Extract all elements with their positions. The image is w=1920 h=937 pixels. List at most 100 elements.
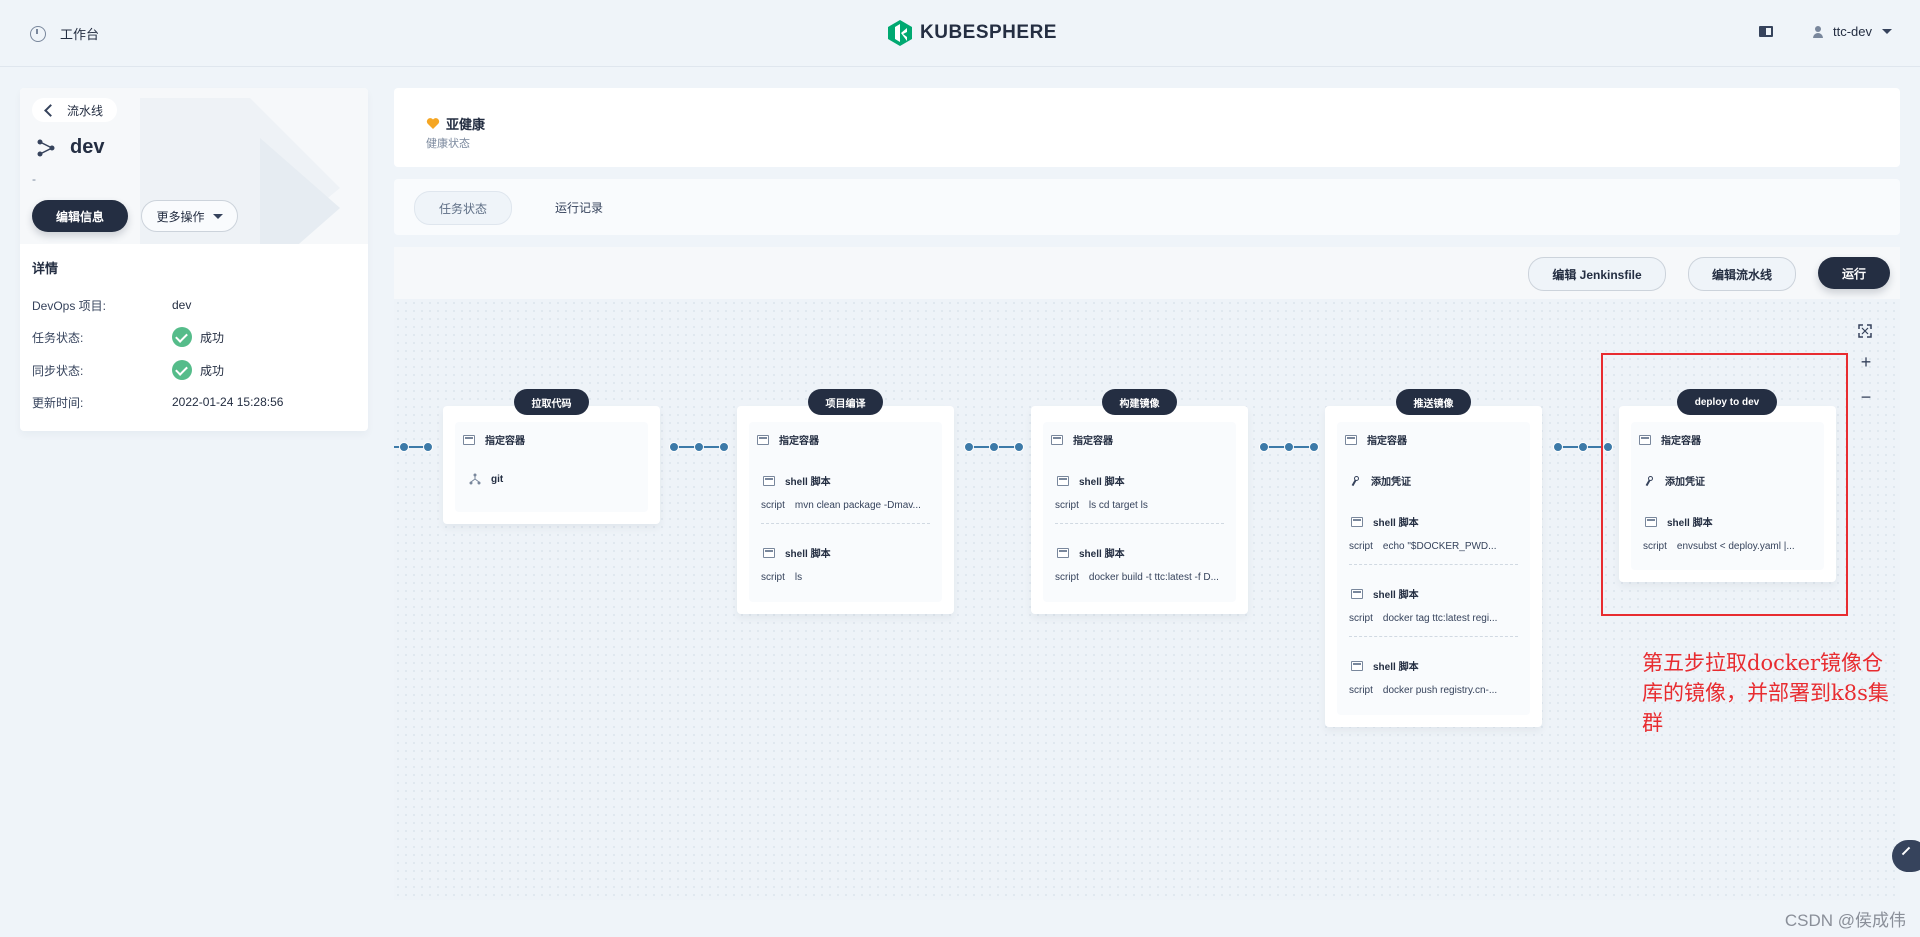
step-label: shell 脚本 (1079, 549, 1125, 560)
health-label: 亚健康 (446, 117, 486, 132)
stage-name-pill: 拉取代码 (514, 389, 589, 415)
workbench-link[interactable]: 工作台 (30, 24, 99, 43)
pipeline-title: dev (36, 136, 104, 159)
compass-icon (30, 25, 46, 42)
terminal-icon (1057, 547, 1069, 558)
connector-node (1578, 442, 1588, 452)
credential-label: 添加凭证 (1665, 477, 1705, 488)
script-text: mvn clean package -Dmav... (794, 500, 921, 511)
card-header: 流水线 dev - 编辑信息 更多操作 (20, 88, 368, 244)
edit-info-button[interactable]: 编辑信息 (32, 200, 128, 232)
step-label: shell 脚本 (1079, 477, 1125, 488)
step-git[interactable]: git (469, 473, 503, 485)
stage-card[interactable]: 指定容器 git (443, 406, 660, 524)
terminal-icon (1051, 434, 1063, 445)
detail-key: DevOps 项目: (32, 298, 107, 313)
fullscreen-icon[interactable] (1858, 324, 1872, 338)
terminal-icon (763, 475, 775, 486)
terminal-icon (1351, 516, 1363, 527)
script-text: ls (794, 572, 803, 583)
success-check-icon (172, 360, 192, 380)
pipeline-icon (37, 139, 55, 156)
script-text: envsubst < deploy.yaml |... (1676, 541, 1795, 552)
step-shell[interactable]: shell 脚本 (1351, 514, 1419, 529)
detail-task-status: 任务状态: 成功 (32, 327, 352, 347)
toolbox-icon[interactable] (1892, 840, 1920, 872)
terminal-icon (757, 434, 769, 445)
docs-icon[interactable] (1758, 26, 1773, 37)
chevron-left-icon (44, 103, 57, 117)
back-to-pipelines-button[interactable]: 流水线 (32, 98, 118, 122)
stage-name-pill: 推送镜像 (1396, 389, 1471, 415)
detail-key: 同步状态: (32, 363, 84, 378)
credential-row[interactable]: 添加凭证 (1645, 473, 1705, 488)
step-divider (1055, 523, 1224, 524)
zoom-in-button[interactable]: + (1860, 352, 1872, 372)
top-bar: 工作台 KUBESPHERE ttc-dev (0, 0, 1920, 67)
container-row: 指定容器 (1345, 432, 1407, 447)
step-label: shell 脚本 (785, 477, 831, 488)
connector-node (694, 442, 704, 452)
connector-node (1259, 442, 1269, 452)
container-label: 指定容器 (485, 436, 525, 447)
step-label: git (491, 473, 504, 485)
stage-card[interactable]: 指定容器 shell 脚本 script mvn clean package -D… (737, 406, 954, 614)
zoom-out-button[interactable]: − (1860, 387, 1872, 407)
success-check-icon (172, 327, 192, 347)
step-divider (761, 523, 930, 524)
container-row: 指定容器 (1051, 432, 1113, 447)
step-shell[interactable]: shell 脚本 (763, 473, 831, 488)
connector-node (1603, 442, 1613, 452)
step-divider (1349, 564, 1518, 565)
workbench-label: 工作台 (60, 27, 100, 42)
detail-updated-time: 更新时间: 2022-01-24 15:28:56 (32, 392, 352, 412)
more-actions-button[interactable]: 更多操作 (141, 200, 238, 232)
user-icon (1812, 25, 1823, 38)
kubesphere-logo[interactable]: KUBESPHERE (888, 20, 1057, 46)
terminal-icon (1351, 660, 1363, 671)
more-actions-label: 更多操作 (156, 209, 205, 224)
credential-row[interactable]: 添加凭证 (1351, 473, 1411, 488)
stage-body: 指定容器 git (455, 422, 648, 512)
tab-run-records[interactable]: 运行记录 (554, 200, 603, 215)
run-button[interactable]: 运行 (1818, 257, 1890, 289)
script-label: script (1349, 685, 1373, 696)
script-label: script (761, 500, 785, 511)
step-shell[interactable]: shell 脚本 (1351, 658, 1419, 673)
tab-task-status[interactable]: 任务状态 (414, 191, 512, 225)
step-divider (1349, 636, 1518, 637)
terminal-icon (1345, 434, 1357, 445)
edit-jenkinsfile-button[interactable]: 编辑 Jenkinsfile (1528, 257, 1666, 291)
step-shell[interactable]: shell 脚本 (1645, 514, 1713, 529)
step-shell[interactable]: shell 脚本 (1057, 473, 1125, 488)
terminal-icon (1639, 434, 1651, 445)
script-label: script (1055, 572, 1079, 583)
edit-pipeline-button[interactable]: 编辑流水线 (1688, 257, 1796, 291)
connector-node (1553, 442, 1563, 452)
detail-devops-project: DevOps 项目: dev (32, 295, 352, 315)
container-label: 指定容器 (779, 436, 819, 447)
script-label: script (1349, 613, 1373, 624)
user-menu[interactable]: ttc-dev (1812, 24, 1892, 39)
tab-bar: 任务状态 运行记录 (394, 179, 1900, 235)
detail-value: dev (172, 298, 192, 312)
detail-key: 更新时间: (32, 395, 84, 410)
chevron-down-icon (1882, 29, 1892, 34)
script-text: ls cd target ls (1088, 500, 1148, 511)
step-shell[interactable]: shell 脚本 (763, 545, 831, 560)
terminal-icon (1645, 516, 1657, 527)
connector-node (989, 442, 999, 452)
terminal-icon (1351, 588, 1363, 599)
step-shell[interactable]: shell 脚本 (1351, 586, 1419, 601)
stage-name-pill: 项目编译 (808, 389, 883, 415)
step-shell[interactable]: shell 脚本 (1057, 545, 1125, 560)
script-text: echo "$DOCKER_PWD... (1382, 541, 1497, 552)
